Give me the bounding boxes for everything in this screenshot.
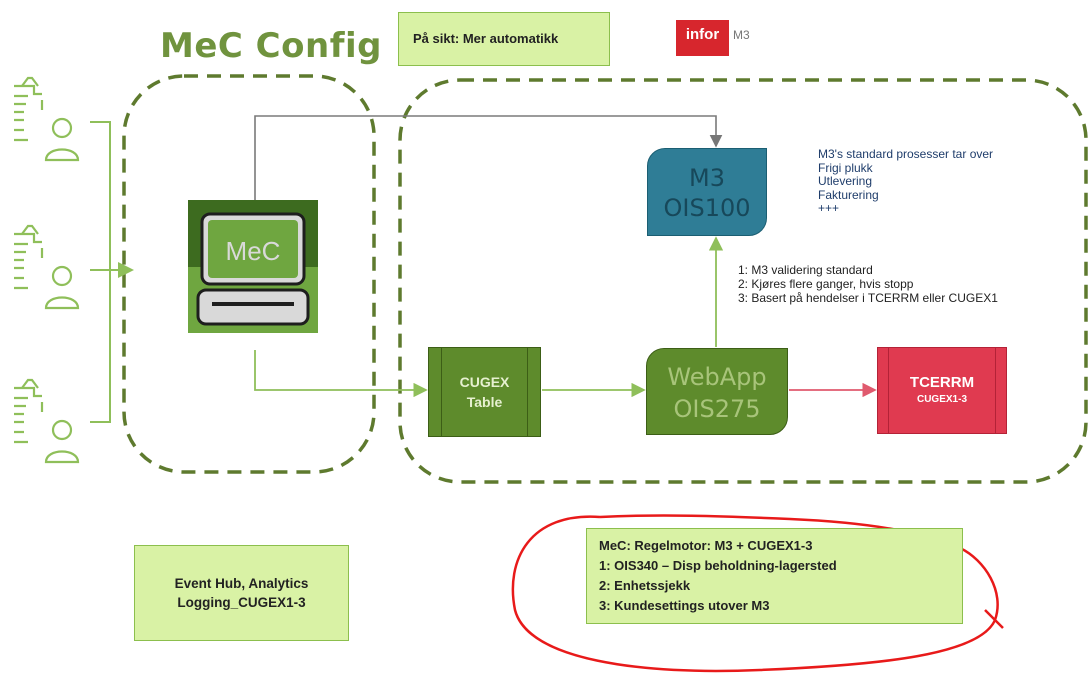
document-user-icon (14, 224, 80, 310)
mec-rule: MeC: Regelmotor: M3 + CUGEX1-3 (599, 538, 813, 553)
validation-note: 2: Kjøres flere ganger, hvis stopp (738, 277, 914, 291)
tcerrm-box: TCERRM CUGEX1-3 (877, 347, 1007, 434)
webapp-line1: WebApp (667, 363, 767, 391)
event-hub-line1: Event Hub, Analytics (174, 576, 309, 591)
input-bracket (90, 121, 132, 423)
webapp-line2: OIS275 (673, 395, 761, 423)
infor-logo: infor (676, 20, 729, 56)
tcerrm-line2: CUGEX1-3 (916, 394, 967, 405)
mec-monitor-icon: MeC (188, 200, 318, 333)
m3-note: +++ (818, 201, 840, 215)
document-user-icon (14, 76, 80, 162)
m3-note: Utlevering (818, 174, 873, 188)
tcerrm-line1: TCERRM (909, 374, 975, 391)
infor-product-label: M3 (733, 28, 750, 42)
webapp-ois275-box: WebApp OIS275 (646, 348, 788, 435)
mec-rule: 2: Enhetssjekk (599, 578, 691, 593)
m3-ois100-box: M3 OIS100 (647, 148, 767, 236)
cugex-line2: Table (466, 394, 503, 410)
computer-icon: MeC (188, 212, 318, 333)
validation-note: 3: Basert på hendelser i TCERRM eller CU… (738, 291, 998, 305)
mec-rule: 1: OIS340 – Disp beholdning-lagersted (599, 558, 837, 573)
m3-box-line2: OIS100 (663, 194, 751, 222)
m3-boundary (398, 78, 1088, 484)
m3-note: Fakturering (818, 187, 879, 202)
validation-notes: 1: M3 validering standard 2: Kjøres fler… (738, 263, 998, 305)
m3-note: Frigi plukk (818, 160, 873, 175)
event-hub-line2: Logging_CUGEX1-3 (177, 595, 306, 610)
document-user-icon (14, 378, 80, 464)
validation-note: 1: M3 validering standard (738, 263, 873, 277)
m3-notes: M3's standard prosesser tar over Frigi p… (818, 147, 994, 216)
mec-rules-box: MeC: Regelmotor: M3 + CUGEX1-3 1: OIS340… (586, 528, 963, 624)
top-note: På sikt: Mer automatikk (398, 12, 610, 66)
red-highlight-scribble (511, 514, 1004, 673)
mec-rule: 3: Kundesettings utover M3 (599, 598, 770, 613)
mec-to-m3-connector (254, 115, 723, 200)
event-hub-box: Event Hub, Analytics Logging_CUGEX1-3 (134, 545, 349, 641)
cugex-line1: CUGEX (459, 374, 510, 390)
monitor-label: MeC (226, 236, 281, 266)
m3-note: M3's standard prosesser tar over (818, 147, 994, 161)
cugex-table-box: CUGEX Table (428, 347, 541, 437)
mec-to-cugex-connector (254, 350, 428, 398)
m3-box-line1: M3 (689, 164, 725, 192)
page-title: MeC Config (160, 26, 382, 66)
